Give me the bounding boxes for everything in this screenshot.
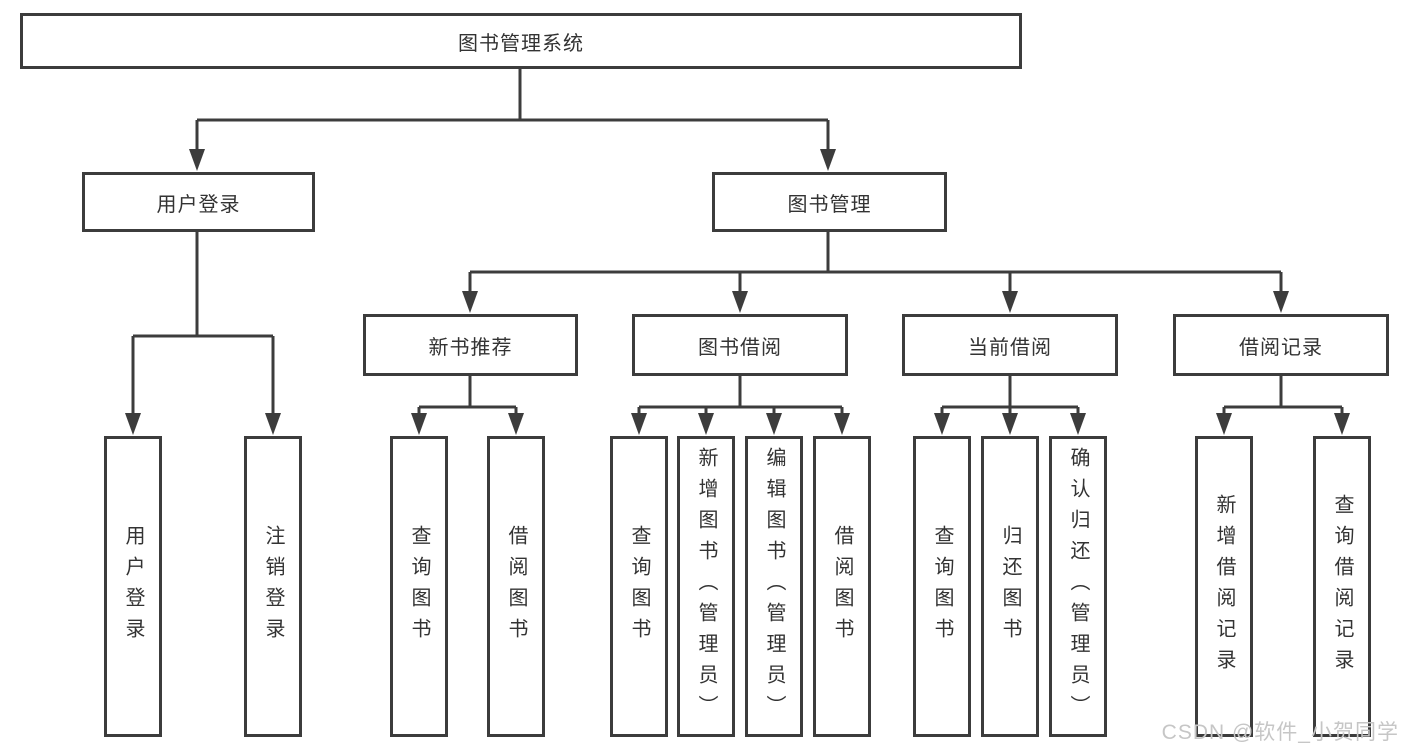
csdn-watermark: CSDN @软件_小贺同学 [1161, 721, 1399, 744]
leaf-label: 查询借阅记录 [1331, 493, 1353, 680]
leaf-borrow-books: 借阅图书 [813, 436, 871, 737]
arrow-down-icon [834, 413, 850, 435]
leaf-add-borrow-record: 新增借阅记录 [1195, 436, 1253, 737]
arrow-down-icon [189, 149, 205, 171]
node-current-borrow: 当前借阅 [902, 314, 1118, 376]
leaf-label: 查询图书 [408, 524, 430, 649]
leaf-label: 确认归还（管理员） [1067, 447, 1089, 726]
leaf-label: 编辑图书（管理员） [763, 447, 785, 726]
node-borrow-records: 借阅记录 [1173, 314, 1389, 376]
arrow-down-icon [1216, 413, 1232, 435]
connector-root-to-level2 [195, 69, 830, 152]
connector-bookborrow-to-leaves [637, 376, 844, 418]
node-new-book-recommend: 新书推荐 [363, 314, 578, 376]
arrow-down-icon [766, 413, 782, 435]
arrowheads [125, 149, 1350, 435]
leaf-query-books-current: 查询图书 [913, 436, 971, 737]
leaf-return-books: 归还图书 [981, 436, 1039, 737]
leaf-label: 新增借阅记录 [1213, 493, 1235, 680]
arrow-down-icon [411, 413, 427, 435]
connector-bookmgmt-to-groups [468, 232, 1283, 296]
connector-borrowrecords-to-leaves [1222, 376, 1344, 418]
arrow-down-icon [934, 413, 950, 435]
leaf-add-book-admin: 新增图书（管理员） [677, 436, 735, 737]
leaf-label: 注销登录 [262, 524, 284, 649]
leaf-label: 用户登录 [122, 524, 144, 649]
leaf-confirm-return-admin: 确认归还（管理员） [1049, 436, 1107, 737]
node-root: 图书管理系统 [20, 13, 1022, 69]
arrow-down-icon [631, 413, 647, 435]
leaf-label: 归还图书 [999, 524, 1021, 649]
leaf-logout: 注销登录 [244, 436, 302, 737]
arrow-down-icon [1002, 413, 1018, 435]
connector-currentborrow-to-leaves [940, 376, 1080, 418]
node-user-login: 用户登录 [82, 172, 315, 232]
arrow-down-icon [1002, 291, 1018, 313]
node-book-management: 图书管理 [712, 172, 947, 232]
arrow-down-icon [265, 413, 281, 435]
leaf-user-login: 用户登录 [104, 436, 162, 737]
leaf-query-books-borrow: 查询图书 [610, 436, 668, 737]
arrow-down-icon [508, 413, 524, 435]
arrow-down-icon [125, 413, 141, 435]
leaf-label: 查询图书 [628, 524, 650, 649]
arrow-down-icon [1273, 291, 1289, 313]
node-book-borrow: 图书借阅 [632, 314, 848, 376]
connector-userlogin-to-leaves [131, 232, 275, 418]
arrow-down-icon [698, 413, 714, 435]
leaf-edit-book-admin: 编辑图书（管理员） [745, 436, 803, 737]
connector-lines [131, 69, 1344, 418]
leaf-label: 借阅图书 [505, 524, 527, 649]
leaf-label: 查询图书 [931, 524, 953, 649]
leaf-borrow-books-recommend: 借阅图书 [487, 436, 545, 737]
leaf-query-books-recommend: 查询图书 [390, 436, 448, 737]
arrow-down-icon [1070, 413, 1086, 435]
leaf-label: 新增图书（管理员） [695, 447, 717, 726]
arrow-down-icon [462, 291, 478, 313]
arrow-down-icon [732, 291, 748, 313]
arrow-down-icon [820, 149, 836, 171]
leaf-query-borrow-record: 查询借阅记录 [1313, 436, 1371, 737]
connector-newbook-to-leaves [417, 376, 518, 418]
leaf-label: 借阅图书 [831, 524, 853, 649]
arrow-down-icon [1334, 413, 1350, 435]
